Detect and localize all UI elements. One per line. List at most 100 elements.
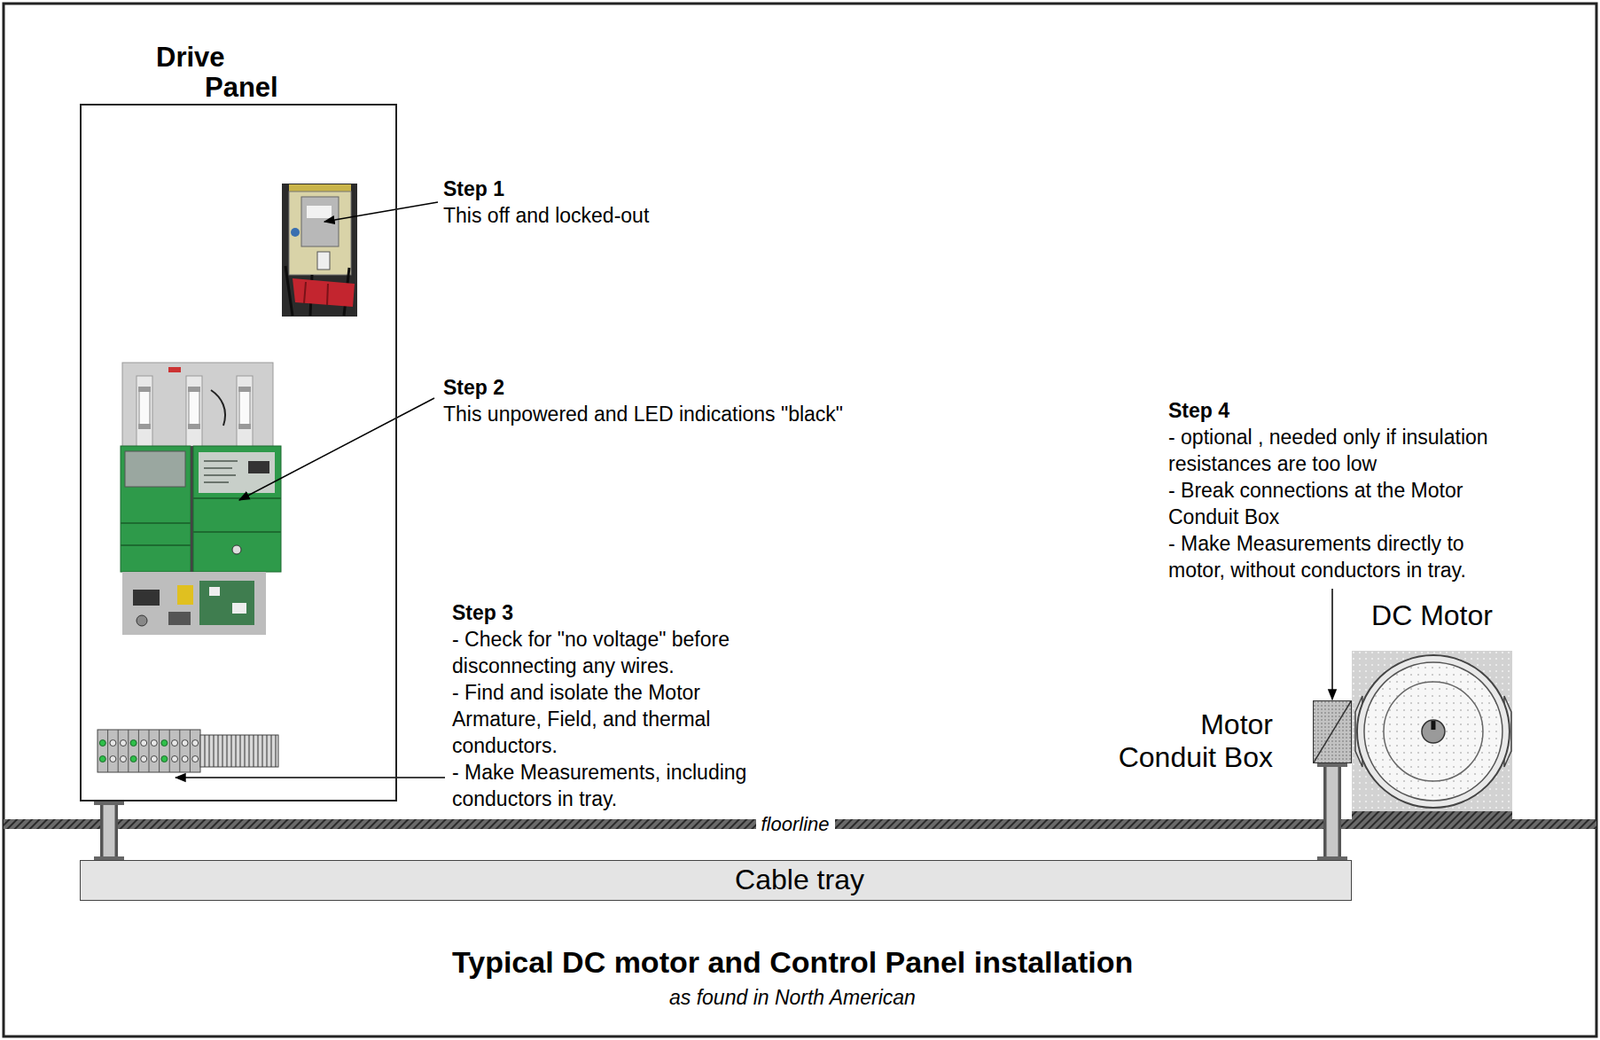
conduit-box-fill: [1313, 701, 1351, 763]
terminal-block: [181, 756, 188, 763]
drive-photo: [120, 445, 191, 572]
drive-photo: [138, 386, 151, 392]
drive-photo: [136, 375, 153, 447]
drive-photo: [139, 390, 150, 426]
drive-photo: [122, 571, 266, 635]
breaker-photo: [306, 205, 332, 219]
step-heading: Step 4: [1168, 397, 1515, 424]
dc-motor: DC Motor: [1351, 650, 1513, 812]
motor-drawing: [1421, 719, 1445, 743]
step-note: - Break connections at the Motor Conduit…: [1168, 476, 1515, 531]
motor-base: [1351, 811, 1513, 820]
motor-drawing: [1351, 650, 1513, 812]
drive-panel: Drive Panel: [79, 103, 398, 802]
motor-conduit-box: Motor Conduit Box: [1312, 700, 1352, 764]
breaker-photo: [304, 281, 328, 305]
motor-drawing: [1430, 720, 1436, 730]
terminal-block: [130, 756, 137, 763]
drive-photo: [193, 530, 281, 533]
terminal-block: [120, 756, 127, 763]
breaker-photo: [288, 191, 352, 275]
terminal-block: [108, 729, 191, 773]
conduit-pipe: [103, 801, 116, 860]
drive-photo: [232, 602, 247, 614]
leader-arrow: [239, 398, 435, 500]
diagram-caption: as found in North American: [669, 984, 916, 1010]
motor-drawing: [1357, 655, 1510, 808]
terminal-block: [99, 740, 106, 747]
drive-photo: [136, 615, 148, 626]
breaker-photo: [317, 251, 330, 270]
leader-arrow: [175, 776, 445, 779]
drive-photo: [132, 589, 160, 606]
drive-photo: [193, 445, 281, 572]
drive-photo: [232, 545, 242, 555]
drive-photo: [187, 386, 201, 392]
terminal-block: [109, 756, 117, 763]
leader-arrow: [324, 202, 438, 222]
terminal-block: [140, 756, 148, 763]
drive-photo: [120, 544, 191, 547]
conduit-box-fill: [1313, 701, 1351, 763]
leader-arrow: [175, 202, 1333, 778]
terminal-block: [161, 756, 168, 763]
drive-photo: [199, 580, 255, 625]
terminal-block: [130, 740, 137, 747]
terminal-block: [161, 740, 168, 747]
motor-drawing: [1351, 650, 1513, 812]
drive-photo: [122, 362, 274, 447]
terminal-block: [120, 740, 127, 747]
terminal-block: [97, 729, 201, 773]
terminal-block: [192, 756, 199, 763]
terminal-block: [99, 740, 168, 763]
conduit-pipe: [93, 800, 125, 861]
terminal-block: [181, 740, 188, 747]
step-note: - Make Measurements, including conductor…: [452, 758, 772, 812]
terminal-block: [204, 734, 276, 767]
leader-arrow: [1331, 588, 1334, 700]
terminal-block: [140, 740, 148, 747]
drive-photo: [238, 386, 251, 392]
terminal-block: [109, 740, 199, 763]
motor-drawing: [1364, 662, 1503, 801]
breaker-photo: [290, 227, 300, 237]
step-note: - Make Measurements directly to motor, w…: [1168, 530, 1515, 584]
step-note: This off and locked-out: [443, 202, 649, 229]
drive-photo: [120, 362, 281, 635]
page-frame: [3, 3, 1597, 1037]
step-heading: Step 2: [443, 374, 505, 401]
drive-photo: [203, 460, 238, 483]
node-heading: Drive Panel: [204, 42, 285, 103]
drive-photo: [239, 390, 250, 426]
breaker-photo: [281, 183, 358, 317]
drive-photo: [248, 460, 270, 474]
motor-drawing: [1383, 681, 1483, 781]
diagram-title: Typical DC motor and Control Panel insta…: [452, 944, 1133, 980]
node-heading: DC Motor: [1351, 599, 1513, 633]
terminal-block: [150, 740, 157, 747]
drive-photo: [236, 375, 253, 447]
conduit-pipe: [1317, 762, 1348, 861]
drive-photo: [210, 390, 226, 426]
conduit-box-fill: [1313, 701, 1351, 763]
drive-photo: [124, 451, 186, 487]
step-heading: Step 3: [452, 599, 772, 626]
terminal-block: [192, 740, 199, 747]
terminal-block: [109, 740, 117, 747]
drive-photo: [187, 423, 201, 430]
conduit-pipe: [100, 801, 118, 860]
step-note: - optional , needed only if insulation r…: [1168, 423, 1515, 477]
drive-photo: [120, 522, 191, 524]
conduit-pipe: [1326, 763, 1339, 860]
terminal-block: [150, 756, 157, 763]
terminal-block: [97, 729, 279, 773]
terminal-block: [200, 734, 279, 767]
step-note: This unpowered and LED indications "blac…: [443, 400, 843, 428]
cable-tray: Cable tray: [79, 859, 1352, 901]
drive-photo: [193, 497, 281, 500]
terminal-block: [171, 740, 179, 747]
breaker-photo: [301, 196, 339, 247]
drive-photo: [188, 390, 200, 426]
node-heading: Motor Conduit Box: [1111, 708, 1273, 774]
